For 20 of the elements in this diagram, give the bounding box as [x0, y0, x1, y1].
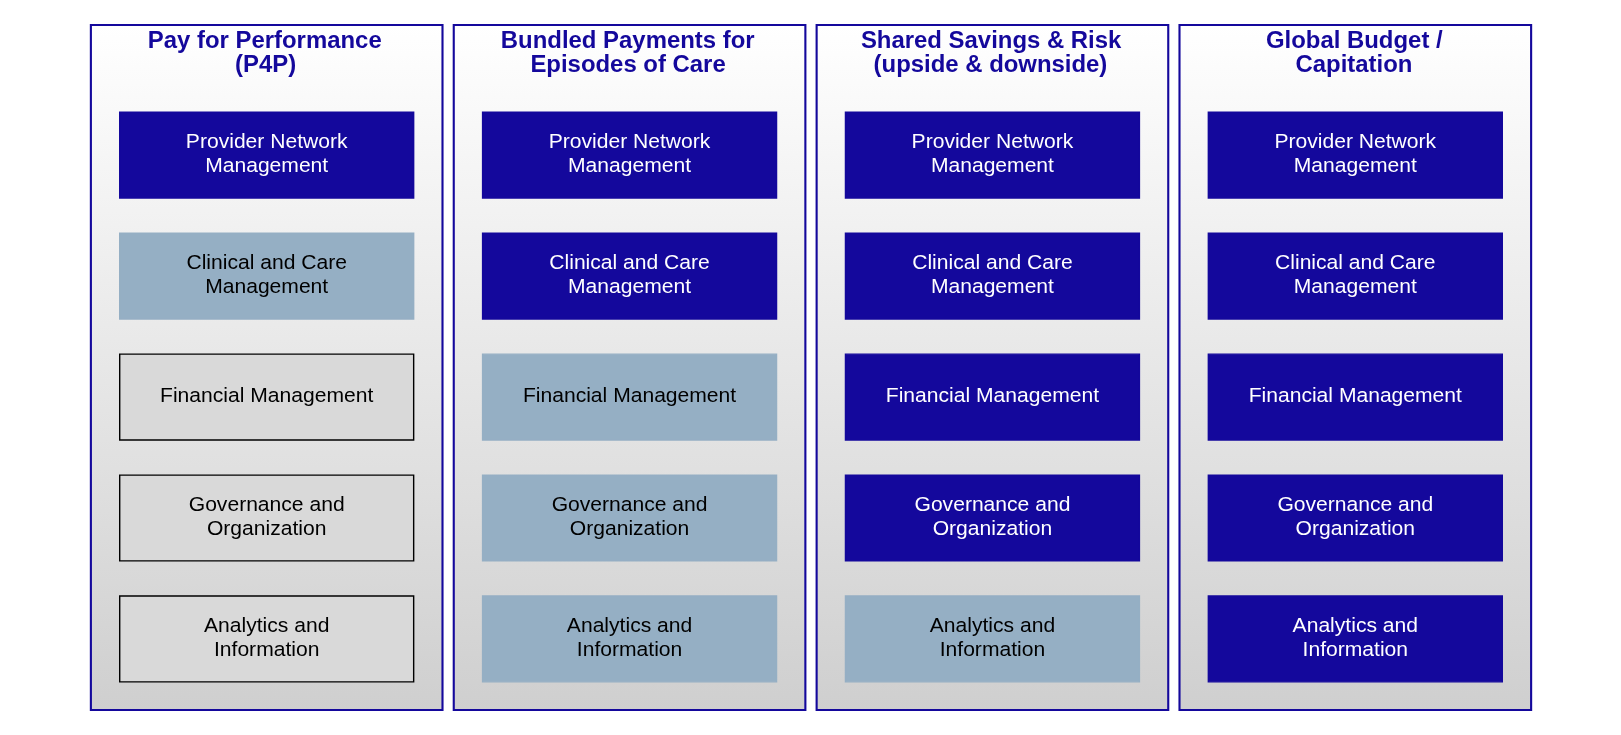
node-box: Analytics and Information: [1207, 595, 1503, 683]
node-box: Governance and Organization: [844, 474, 1140, 562]
node-box: Clinical and Care Management: [1207, 232, 1503, 320]
node-box: Provider Network Management: [844, 111, 1140, 199]
node-box: Analytics and Information: [481, 595, 777, 683]
node-box: Clinical and Care Management: [481, 232, 777, 320]
node-box: Governance and Organization: [118, 474, 414, 562]
node-box: Analytics and Information: [118, 595, 414, 683]
node-box: Financial Management: [844, 353, 1140, 441]
node-box: Governance and Organization: [1207, 474, 1503, 562]
node-box: Provider Network Management: [481, 111, 777, 199]
node-box: Analytics and Information: [844, 595, 1140, 683]
node-box: Financial Management: [481, 353, 777, 441]
node-box: Provider Network Management: [1207, 111, 1503, 199]
node-box: Provider Network Management: [118, 111, 414, 199]
node-box: Governance and Organization: [481, 474, 777, 562]
node-box: Clinical and Care Management: [118, 232, 414, 320]
node-box: Clinical and Care Management: [844, 232, 1140, 320]
node-box: Financial Management: [118, 353, 414, 441]
node-box: Financial Management: [1207, 353, 1503, 441]
